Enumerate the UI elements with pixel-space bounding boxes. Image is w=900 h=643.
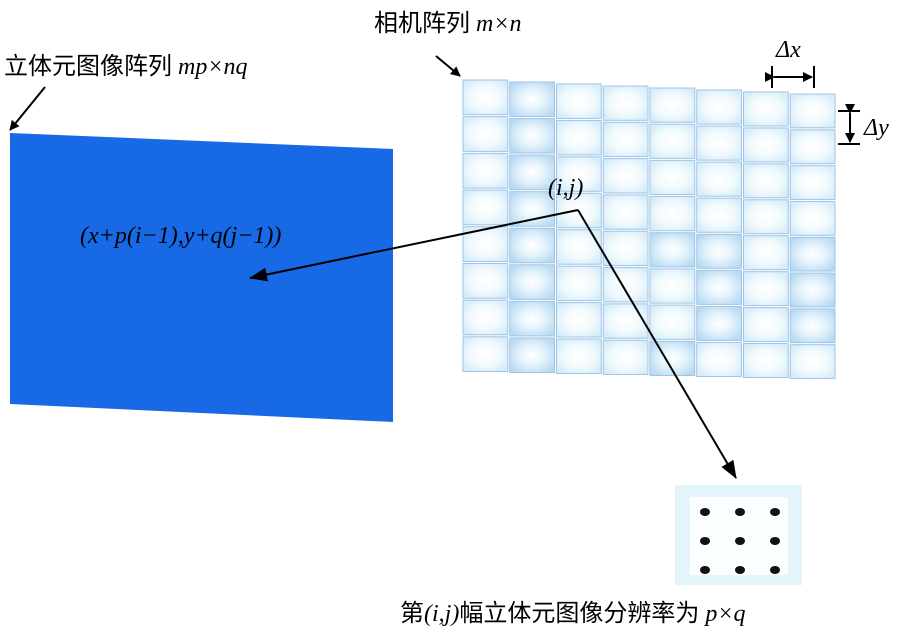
elemental-array-title: 立体元图像阵列 xyxy=(4,54,172,80)
pixel-dot xyxy=(700,508,710,516)
resolution-size: p×q xyxy=(705,601,746,627)
pixel-dot xyxy=(700,537,710,545)
camera-cell xyxy=(556,229,602,265)
pointer-arrow-elemental-array xyxy=(9,86,46,131)
camera-cell xyxy=(789,200,836,236)
camera-cell xyxy=(509,118,555,154)
camera-cell xyxy=(649,196,696,232)
elemental-image-array-plane xyxy=(10,133,393,422)
pixel-dot xyxy=(700,566,710,574)
camera-cell xyxy=(649,123,696,159)
camera-index-label: (i,j) xyxy=(548,175,584,201)
camera-cell xyxy=(649,232,696,268)
resolution-text: 幅立体元图像分辨率为 xyxy=(459,601,700,627)
camera-cell xyxy=(462,116,509,152)
camera-cell xyxy=(556,83,602,119)
camera-cell xyxy=(602,339,649,375)
camera-cell xyxy=(743,199,789,235)
camera-cell xyxy=(462,79,509,116)
pixel-dot xyxy=(770,508,780,516)
camera-cell xyxy=(509,337,555,373)
camera-cell xyxy=(602,194,649,230)
camera-cell xyxy=(509,300,555,337)
camera-cell xyxy=(462,299,509,336)
camera-cell xyxy=(789,344,836,379)
elemental-array-size: mp×nq xyxy=(178,54,248,80)
camera-cell xyxy=(556,338,602,374)
camera-cell xyxy=(509,191,555,227)
camera-cell xyxy=(462,262,509,299)
resolution-caption: 第(i,j)幅立体元图像分辨率为 p×q xyxy=(400,602,746,626)
mapping-arrow-to-elemental-image xyxy=(577,209,737,479)
pixel-dot xyxy=(735,566,745,574)
delta-x-dimension xyxy=(765,66,815,88)
camera-array-label: 相机阵列 m×n xyxy=(374,12,522,36)
camera-cell xyxy=(556,119,602,156)
camera-cell xyxy=(509,227,555,264)
camera-cell xyxy=(556,156,602,192)
camera-cell xyxy=(789,236,836,272)
camera-cell xyxy=(789,165,836,200)
camera-cell xyxy=(509,154,555,191)
camera-cell xyxy=(602,158,649,194)
camera-cell xyxy=(649,87,696,123)
camera-cell xyxy=(462,152,509,189)
delta-x-label: Δx xyxy=(776,37,801,63)
camera-cell xyxy=(602,230,649,267)
camera-cell xyxy=(743,307,789,343)
camera-array-size: m×n xyxy=(476,11,522,37)
pixel-dot xyxy=(770,537,780,545)
pixel-dot xyxy=(735,508,745,516)
camera-cell xyxy=(696,305,742,341)
camera-cell xyxy=(696,125,742,161)
pointer-arrow-camera-array xyxy=(435,55,461,77)
camera-cell xyxy=(509,264,555,300)
camera-array-grid xyxy=(462,79,836,379)
camera-cell xyxy=(789,93,836,129)
camera-cell xyxy=(743,235,789,271)
camera-cell xyxy=(649,159,696,196)
camera-cell xyxy=(743,271,789,307)
resolution-index: (i,j) xyxy=(424,601,460,627)
camera-cell xyxy=(556,265,602,302)
camera-array-title: 相机阵列 xyxy=(374,11,470,37)
pixel-dot xyxy=(770,566,780,574)
elemental-image xyxy=(675,485,802,585)
mapping-arrow-to-plane xyxy=(249,209,579,282)
delta-y-label: Δy xyxy=(864,115,889,141)
camera-cell xyxy=(556,302,602,338)
camera-cell xyxy=(743,127,789,163)
camera-cell xyxy=(789,129,836,165)
camera-cell xyxy=(696,269,742,305)
camera-cell xyxy=(649,304,696,340)
camera-cell xyxy=(789,308,836,344)
camera-cell xyxy=(602,303,649,339)
camera-cell xyxy=(743,163,789,199)
camera-cell xyxy=(696,161,742,197)
camera-cell xyxy=(602,121,649,158)
camera-cell xyxy=(649,268,696,304)
camera-cell xyxy=(743,91,789,127)
pixel-position-label: (x+p(i−1),y+q(j−1)) xyxy=(80,223,282,249)
camera-cell xyxy=(696,341,742,377)
elemental-array-label: 立体元图像阵列 mp×nq xyxy=(4,55,248,79)
camera-cell xyxy=(462,336,509,372)
camera-cell xyxy=(696,89,742,125)
camera-cell xyxy=(696,233,742,269)
pixel-dot xyxy=(735,537,745,545)
camera-cell xyxy=(602,267,649,303)
camera-cell xyxy=(789,272,836,308)
resolution-prefix: 第 xyxy=(400,601,424,627)
camera-cell xyxy=(743,343,789,378)
camera-cell xyxy=(509,81,555,118)
camera-cell xyxy=(696,197,742,233)
camera-cell xyxy=(602,85,649,121)
camera-cell xyxy=(462,189,509,226)
delta-y-dimension xyxy=(838,104,860,145)
